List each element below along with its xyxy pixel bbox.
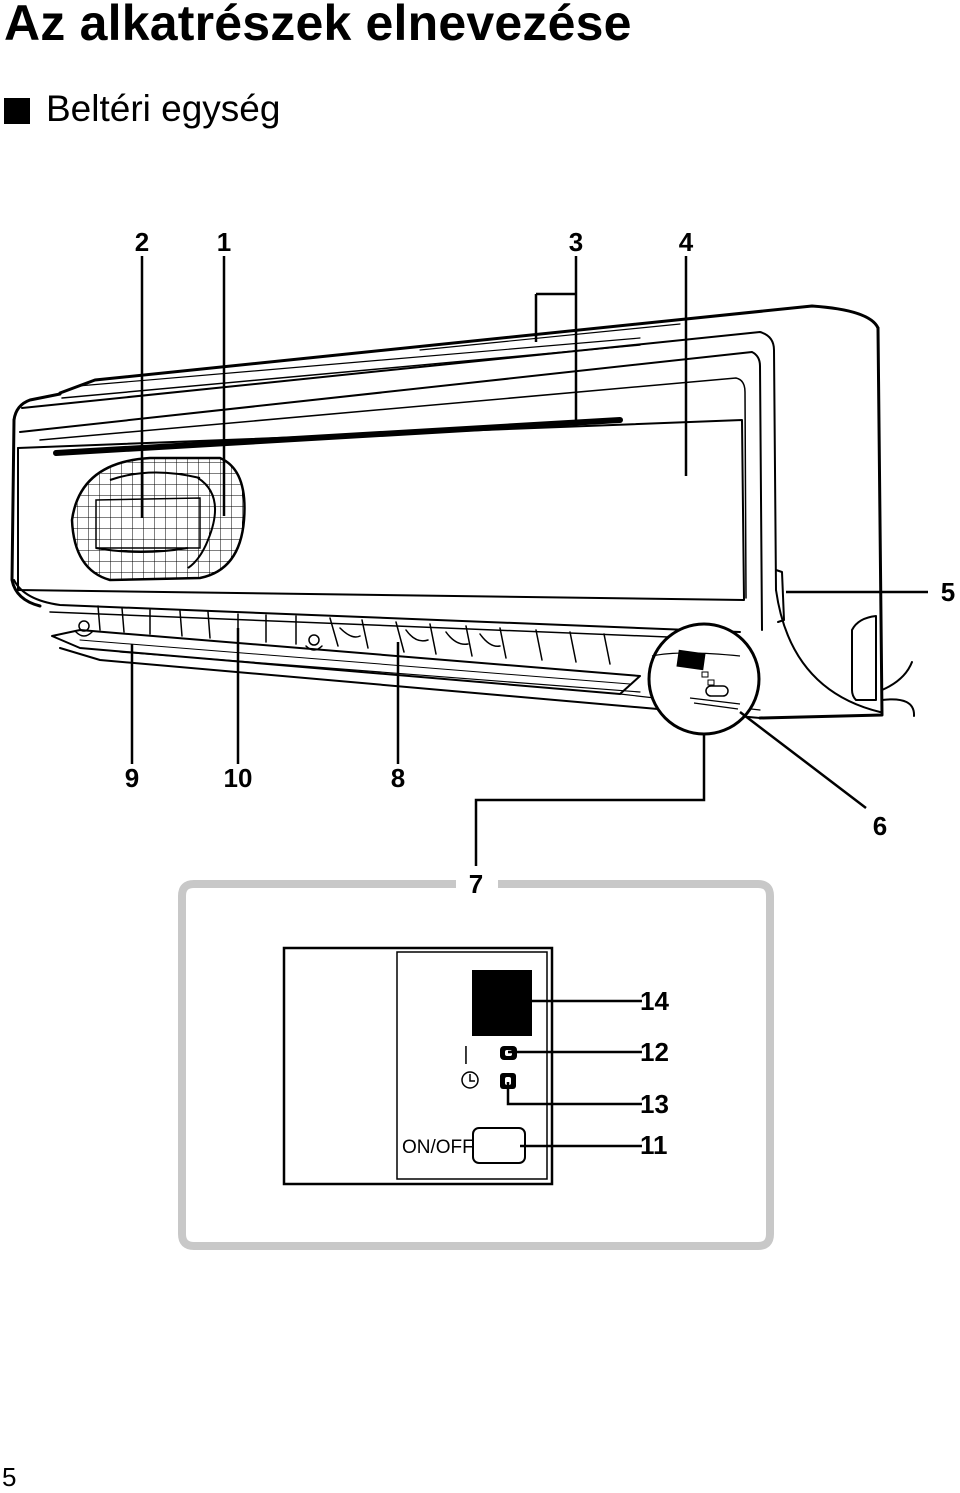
callout-3: 3 (569, 227, 583, 257)
on-off-button[interactable] (472, 1127, 526, 1164)
page-number: 5 (2, 1462, 17, 1492)
on-off-label: ON/OFF (402, 1137, 474, 1158)
callout-14: 14 (640, 986, 669, 1016)
callout-numbers: 2 1 3 4 5 9 10 8 6 7 (125, 227, 955, 899)
callout-1: 1 (217, 227, 231, 257)
detail-panel: | ON/OFF 14 12 13 11 (178, 880, 774, 1250)
page-title: Az alkatrészek elnevezése (4, 0, 632, 51)
indoor-unit (10, 304, 916, 720)
timer-clock-icon (461, 1071, 479, 1089)
leader-lines (130, 256, 928, 866)
air-filter (70, 456, 246, 582)
power-symbol: | (464, 1044, 469, 1065)
callout-10: 10 (224, 763, 253, 793)
callout-11: 11 (640, 1130, 668, 1160)
callout-5: 5 (941, 577, 955, 607)
callout-7: 7 (469, 869, 483, 899)
callout-8: 8 (391, 763, 405, 793)
callout-4: 4 (679, 227, 694, 257)
callout-6: 6 (873, 811, 887, 841)
callout-9: 9 (125, 763, 139, 793)
callout-2: 2 (135, 227, 149, 257)
panel-display (472, 970, 532, 1036)
square-bullet-icon (4, 98, 30, 124)
section-subtitle: Beltéri egység (4, 88, 280, 130)
callout-12: 12 (640, 1037, 669, 1067)
callout-13: 13 (640, 1089, 669, 1119)
subtitle-text: Beltéri egység (46, 88, 281, 129)
indoor-display-area (647, 622, 761, 736)
